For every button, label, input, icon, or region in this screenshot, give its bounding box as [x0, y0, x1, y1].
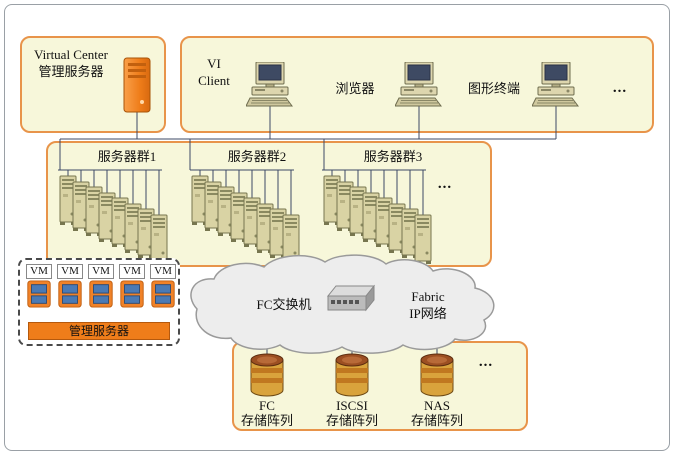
clients-ellipsis: ...	[612, 80, 628, 96]
management-server-bar: 管理服务器	[28, 322, 170, 340]
storage-ellipsis: ...	[478, 354, 494, 370]
vm-node: VM	[87, 264, 115, 313]
fabric-ip-label: Fabric IP网络	[409, 289, 447, 321]
browser-label: 浏览器	[335, 81, 375, 96]
fc-storage-label: FC 存储阵列	[240, 398, 293, 428]
server-group-3-label: 服务器群3	[363, 149, 423, 164]
server-group-2-label: 服务器群2	[227, 149, 287, 164]
vm-node: VM	[56, 264, 84, 313]
nas-storage-label: NAS 存储阵列	[410, 398, 463, 428]
vm-label: VM	[119, 264, 145, 279]
graphic-terminal-label: 图形终端	[467, 81, 520, 96]
outer-frame	[4, 4, 670, 451]
vm-node: VM	[149, 264, 177, 313]
vm-label: VM	[26, 264, 52, 279]
iscsi-storage-label: ISCSI 存储阵列	[325, 398, 378, 428]
vm-management-panel: VM VM VM VM VM 管理服务器	[18, 258, 180, 346]
vm-label: VM	[88, 264, 114, 279]
fc-switch-label: FC交换机	[256, 297, 312, 312]
vm-node: VM	[118, 264, 146, 313]
vm-label: VM	[150, 264, 176, 279]
vi-client-label: VI Client	[198, 56, 230, 88]
virtual-center-label: Virtual Center 管理服务器	[34, 47, 108, 79]
server-group-1-label: 服务器群1	[97, 149, 157, 164]
vm-label: VM	[57, 264, 83, 279]
vm-node: VM	[25, 264, 53, 313]
clusters-ellipsis: ...	[437, 176, 453, 192]
